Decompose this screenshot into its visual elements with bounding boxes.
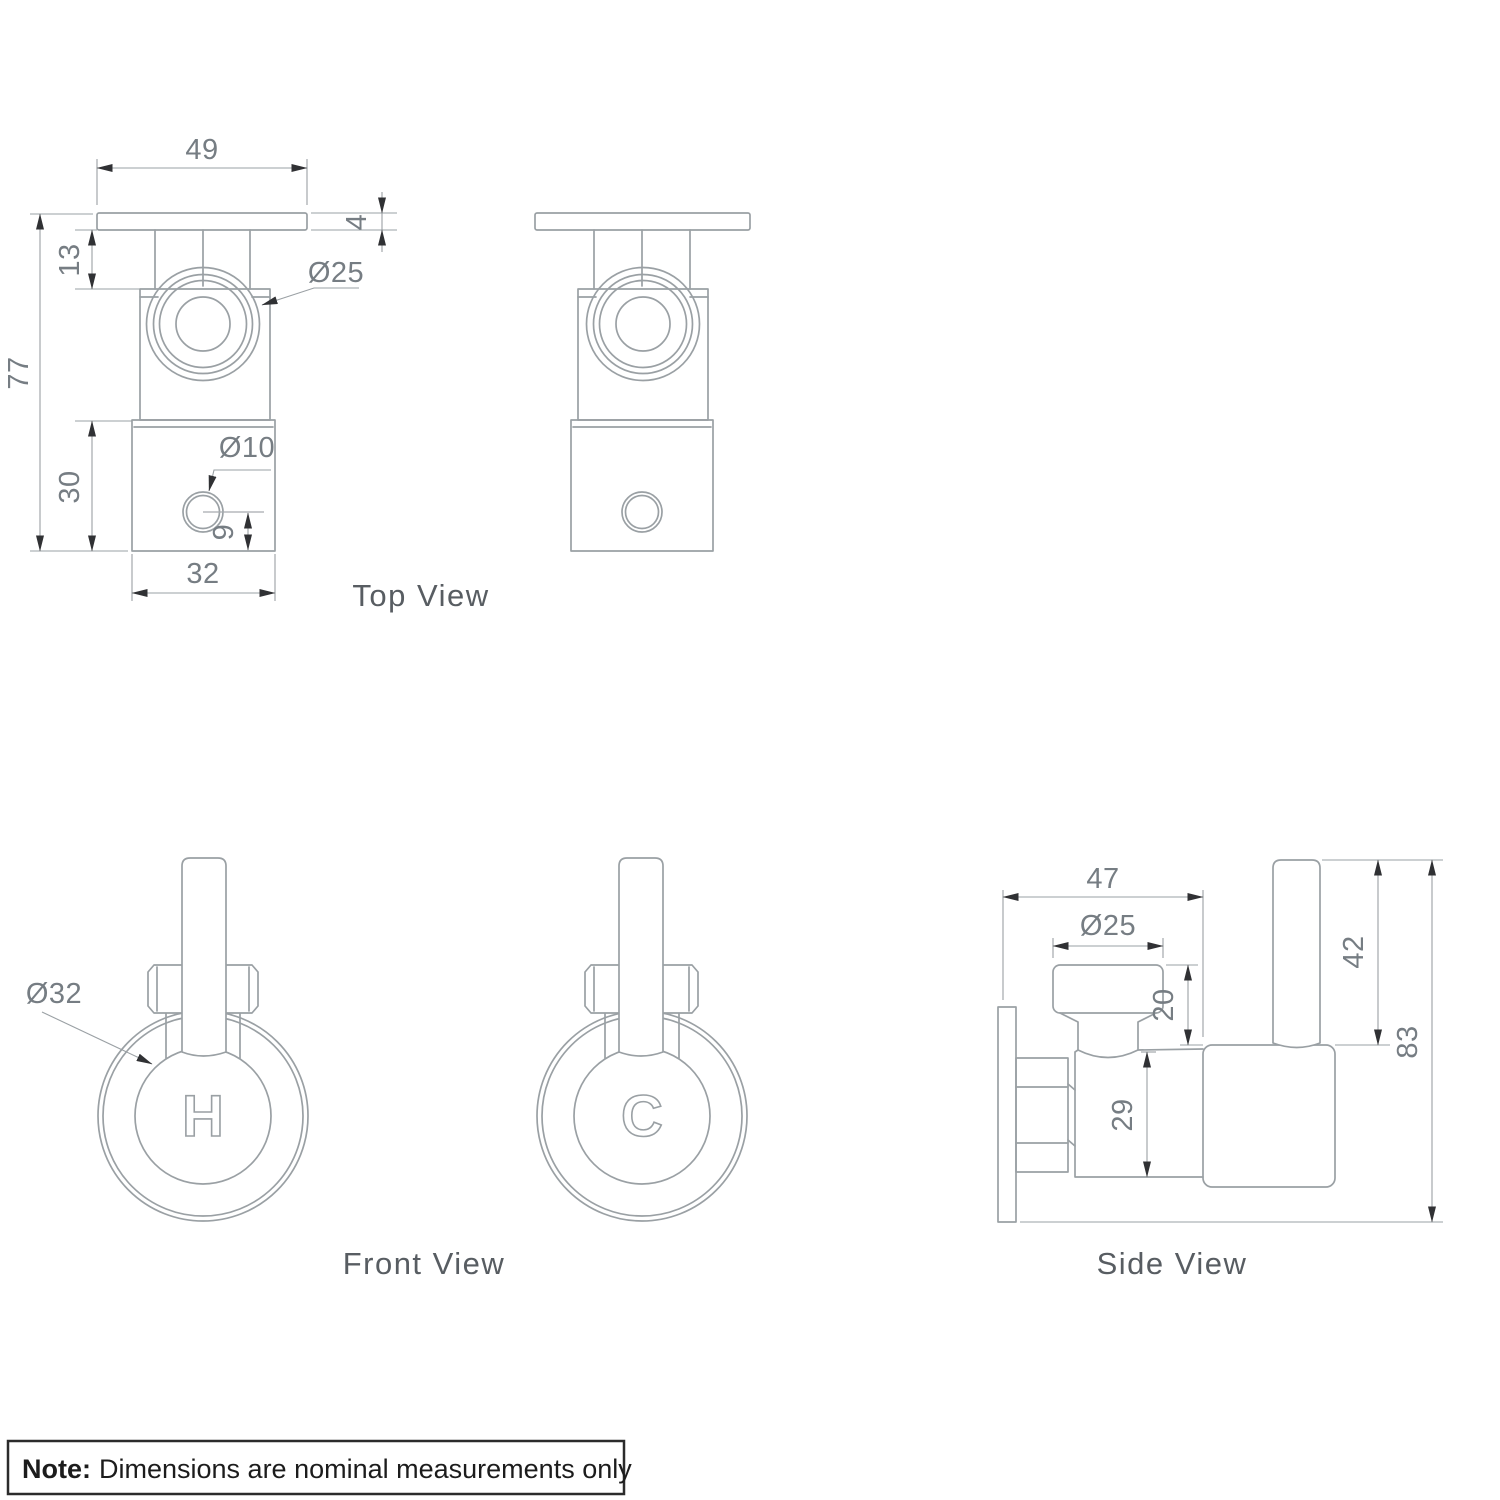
dim-lever-height-label: 42 [1338,935,1370,968]
handle-base-block [1202,1044,1336,1188]
dim-body-height-label: 29 [1107,1098,1139,1131]
wall-plate-side [997,1006,1017,1223]
thread-runout-ticks [1067,1083,1076,1147]
valve-bore-circle [175,296,231,352]
top-view-label: Top View [352,578,489,613]
front-view-label: Front View [343,1246,506,1281]
wall-plate-top [96,212,308,231]
lower-body [570,419,714,552]
dim-overall-height-label: 83 [1392,1025,1424,1058]
top-view-hot-dimensions: 49 4 13 77 30 32 Ø25 Ø10 9 [3,134,397,601]
wall-plate-top [534,212,751,231]
mounting-stems [154,229,251,290]
bonnet-neck-side [1059,1012,1157,1051]
dim-outlet-diameter-leader [208,469,271,492]
lever-handle [181,857,227,1057]
threaded-inlet [1015,1057,1069,1173]
dim-outlet-offset-label: 9 [208,524,240,541]
bonnet-cap-side [1052,964,1164,1014]
front-view-hot: H Ø32 [26,857,309,1222]
thread-lines [1015,1086,1069,1144]
dim-valve-diameter-leader [261,287,359,306]
cold-marker-letter: C [621,1084,663,1149]
dim-valve-diameter-label: Ø25 [308,257,364,289]
note-prefix: Note: [22,1454,91,1484]
top-view-cold [534,212,751,552]
dim-flange-diameter-leader [41,1011,153,1065]
dim-overall-height-label: 77 [3,356,35,389]
front-view-cold: C [536,857,748,1222]
note-box: Note: Dimensions are nominal measurements… [6,1439,632,1496]
dim-depth-label: 47 [1086,863,1119,895]
bonnet-neck-lines [604,1012,680,1059]
hot-marker-letter: H [182,1084,224,1149]
outlet-hole-outer [621,491,663,533]
dim-cap-height-label: 20 [1148,988,1180,1021]
dim-neck-height-label: 13 [54,243,86,276]
valve-seat-circle-ring2 [592,273,694,375]
note-body: Dimensions are nominal measurements only [99,1454,632,1484]
valve-body-side [1074,1048,1204,1178]
bonnet-neck-lines [165,1012,241,1059]
upper-body [577,288,709,421]
dim-flange-diameter-label: Ø32 [26,978,82,1010]
dim-body-width-label: 32 [186,558,219,590]
mounting-stems [593,229,691,290]
note-text: Note: Dimensions are nominal measurements… [22,1454,632,1484]
valve-seat-circle-ring3 [598,279,688,369]
outlet-hole-inner [624,494,660,530]
valve-seat-circle-outer [585,266,701,382]
hex-nut-facet-lines [156,966,250,1012]
dim-plate-width-label: 49 [185,134,218,166]
side-view-label: Side View [1097,1246,1248,1281]
valve-bore-circle [615,296,671,352]
note-border [6,1439,626,1496]
dim-outlet-diameter-label: Ø10 [219,432,275,464]
valve-seat-circle-outer [145,266,261,382]
top-view-hot [96,212,308,552]
dim-cap-diameter-label: Ø25 [1080,910,1136,942]
side-view [997,859,1336,1223]
lever-handle [618,857,664,1057]
dim-47-extension-lines [1002,890,1204,1037]
hex-nut-facet-lines [593,966,690,1012]
dim-plate-thickness-label: 4 [341,214,373,231]
valve-seat-circle-ring3 [158,279,248,369]
valve-seat-circle-ring2 [152,273,254,375]
lever-handle-side [1272,859,1321,1049]
dim-body-height-label: 30 [54,470,86,503]
side-view-dimensions: 47 Ø25 20 29 42 83 [1002,859,1443,1223]
lower-body [131,419,276,552]
